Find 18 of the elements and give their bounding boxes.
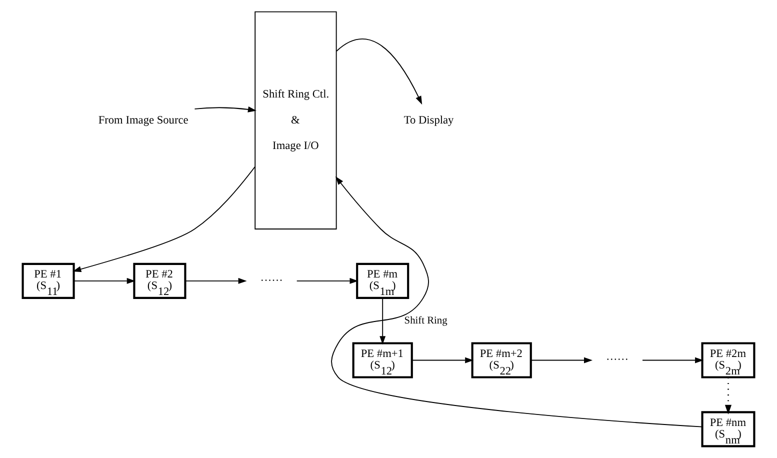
arrow: [642, 357, 704, 364]
arrow: [72, 166, 256, 272]
node-text: To Display: [404, 114, 454, 126]
arrow: [380, 298, 386, 345]
arrow: [74, 278, 136, 284]
node-box: Shift Ring Ctl. & Image I/O: [254, 11, 337, 230]
arrow: [194, 106, 256, 112]
arrow: [530, 357, 593, 364]
arrow: [411, 357, 474, 364]
node-text: ······: [606, 354, 629, 366]
arrow: [724, 377, 732, 414]
arrow: [331, 176, 703, 428]
edge-label: Shift Ring: [404, 315, 448, 326]
arrow: [336, 38, 422, 105]
arrow: [184, 278, 247, 284]
node-text: From Image Source: [98, 114, 188, 126]
arrow: [296, 278, 358, 284]
node-text: ······: [260, 274, 283, 287]
